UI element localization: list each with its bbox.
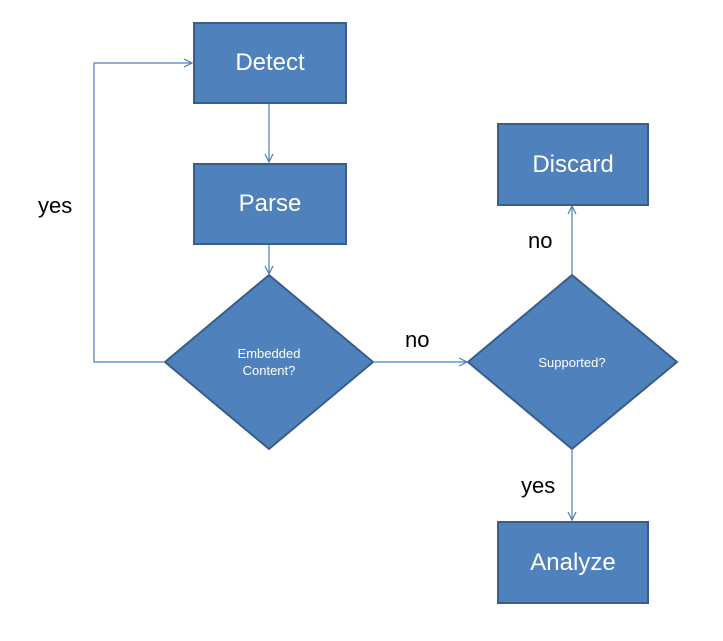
edge-label-yes-loop: yes xyxy=(38,193,73,218)
node-analyze: Analyze xyxy=(497,521,649,604)
node-detect: Detect xyxy=(193,22,347,104)
edge-label-no-up: no xyxy=(528,228,553,253)
node-parse: Parse xyxy=(193,163,347,245)
edge-label-yes-down: yes xyxy=(521,473,556,498)
supported-label: Supported? xyxy=(538,354,606,370)
node-discard: Discard xyxy=(497,123,649,206)
arrow-embedded-yes-loop xyxy=(93,63,192,363)
embedded-content-diamond xyxy=(163,273,375,451)
embedded-content-label: Embedded Content? xyxy=(237,346,301,378)
edge-label-no-right: no xyxy=(405,327,430,352)
